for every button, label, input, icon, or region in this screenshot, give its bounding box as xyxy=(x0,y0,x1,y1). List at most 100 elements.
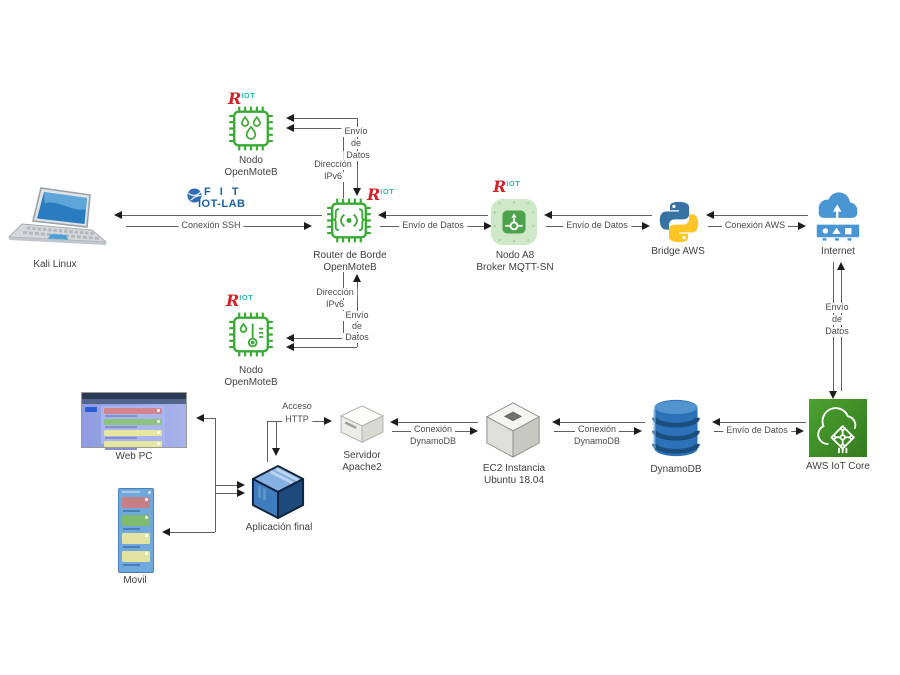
riot-r: R xyxy=(228,89,242,108)
nodo-a8-label-2: Broker MQTT-SN xyxy=(476,262,554,273)
web-panel xyxy=(101,406,165,450)
arrowhead-left xyxy=(196,414,204,422)
mobile-card xyxy=(122,551,150,562)
arrowhead-right xyxy=(634,427,642,435)
edge-label-nodo-bottom-envio-3: Datos xyxy=(342,332,372,343)
internet-label: Internet xyxy=(821,246,855,257)
edge-label-nodo-bottom-ipv6-1: Dirección xyxy=(313,287,357,298)
riot-iot-text: IOT xyxy=(380,187,395,196)
internet-cloud-icon xyxy=(810,189,864,248)
web-text-line xyxy=(105,426,137,428)
arrowhead-left xyxy=(378,211,386,219)
arrowhead-right xyxy=(304,222,312,230)
web-row xyxy=(104,408,162,414)
connector-line xyxy=(720,422,806,423)
connector-line xyxy=(294,347,357,348)
connector-line xyxy=(294,118,357,119)
connector-line xyxy=(560,422,645,423)
connector-line xyxy=(386,215,488,216)
web-pc-screenshot xyxy=(81,392,187,450)
web-text-line xyxy=(105,415,137,417)
riot-iot-text: IOT xyxy=(239,293,254,302)
edge-label-http: HTTP xyxy=(282,414,312,425)
browser-toolbar xyxy=(82,399,186,404)
arrowhead-left xyxy=(114,211,122,219)
riot-r: R xyxy=(226,291,240,310)
mobile-card xyxy=(122,515,150,526)
arrowhead-right xyxy=(642,222,650,230)
riot-logo: RIOT xyxy=(493,179,520,196)
arrowhead-left xyxy=(286,343,294,351)
apache-label-1: Servidor xyxy=(343,450,381,461)
card-dot xyxy=(145,552,148,555)
edge-label-nodo-top-envio-2: de xyxy=(347,138,365,149)
web-text-line xyxy=(105,437,137,439)
router-label-2: OpenMoteB xyxy=(323,262,377,273)
aws-iot-core-icon xyxy=(808,399,868,462)
arrowhead-left xyxy=(544,211,552,219)
arrowhead-left xyxy=(286,114,294,122)
arrowhead-up xyxy=(837,262,845,270)
connector-line xyxy=(276,421,277,448)
row-dot xyxy=(157,442,160,445)
openmote-chip-humidity-icon xyxy=(224,105,278,157)
riot-iot-text: IOT xyxy=(241,91,256,100)
riot-r: R xyxy=(367,185,381,204)
connector-line xyxy=(552,215,652,216)
connector-line xyxy=(267,421,268,462)
final-app-cube-icon xyxy=(250,463,306,526)
apache-server-icon xyxy=(338,404,386,451)
edge-label-conexion-dynamo-1a: Conexión xyxy=(574,424,620,435)
border-router-chip-icon xyxy=(322,197,376,249)
edge-label-ssh: Conexión SSH xyxy=(178,220,244,231)
edge-label-nodo-top-envio-3: Datos xyxy=(343,150,373,161)
browser-title-bar xyxy=(82,393,186,399)
arrowhead-down xyxy=(829,391,837,399)
nodo-a8-label-1: Nodo A8 xyxy=(495,250,535,261)
mobile-card xyxy=(122,497,150,508)
mobile-text-line xyxy=(123,546,140,548)
python-logo-icon xyxy=(655,199,703,250)
connector-line xyxy=(294,338,343,339)
web-row xyxy=(104,419,162,425)
mobile-close-dot xyxy=(148,491,151,494)
connector-line xyxy=(204,418,215,419)
dynamodb-label: DynamoDB xyxy=(650,464,702,475)
arrowhead-right xyxy=(237,489,245,497)
web-button xyxy=(85,407,97,412)
edge-label-nodo-bottom-envio-2: de xyxy=(348,321,366,332)
riot-iot-text: IOT xyxy=(506,179,521,188)
edge-label-envio-v3: Datos xyxy=(822,326,852,337)
kali-linux-laptop-icon xyxy=(7,187,108,258)
arrowhead-right xyxy=(798,222,806,230)
edge-label-envio-v2: de xyxy=(828,314,846,325)
arrowhead-left xyxy=(162,528,170,536)
nodo-top-label-1: Nodo xyxy=(239,155,263,166)
riot-logo: RIOT xyxy=(226,293,253,310)
router-label-1: Router de Borde xyxy=(313,250,387,261)
connector-line xyxy=(215,485,237,486)
nodo-a8-broker-icon xyxy=(490,198,538,251)
mobile-title-line xyxy=(122,491,140,493)
edge-label-envio-3: Envío de Datos xyxy=(723,425,791,436)
edge-label-nodo-top-envio-1: Envío xyxy=(341,126,371,137)
arrowhead-right xyxy=(796,427,804,435)
web-row xyxy=(104,441,162,447)
ec2-cube-icon xyxy=(482,398,544,463)
final-app-label: Aplicación final xyxy=(245,522,313,533)
arrowhead-left xyxy=(286,124,294,132)
nodo-top-label-2: OpenMoteB xyxy=(224,167,278,178)
web-text-line xyxy=(105,448,137,450)
edge-label-envio-2: Envío de Datos xyxy=(563,220,631,231)
connector-line xyxy=(122,215,322,216)
riot-logo: RIOT xyxy=(228,91,255,108)
arrowhead-left xyxy=(286,334,294,342)
arrowhead-left xyxy=(552,418,560,426)
edge-label-acceso: Acceso xyxy=(279,401,315,412)
web-row xyxy=(104,430,162,436)
ec2-label-2: Ubuntu 18.04 xyxy=(483,475,545,486)
edge-label-conexion-dynamo-2a: Conexión xyxy=(410,424,456,435)
movil-label: Movil xyxy=(123,575,147,586)
iotlab-label: IOT-LAB xyxy=(198,198,246,210)
